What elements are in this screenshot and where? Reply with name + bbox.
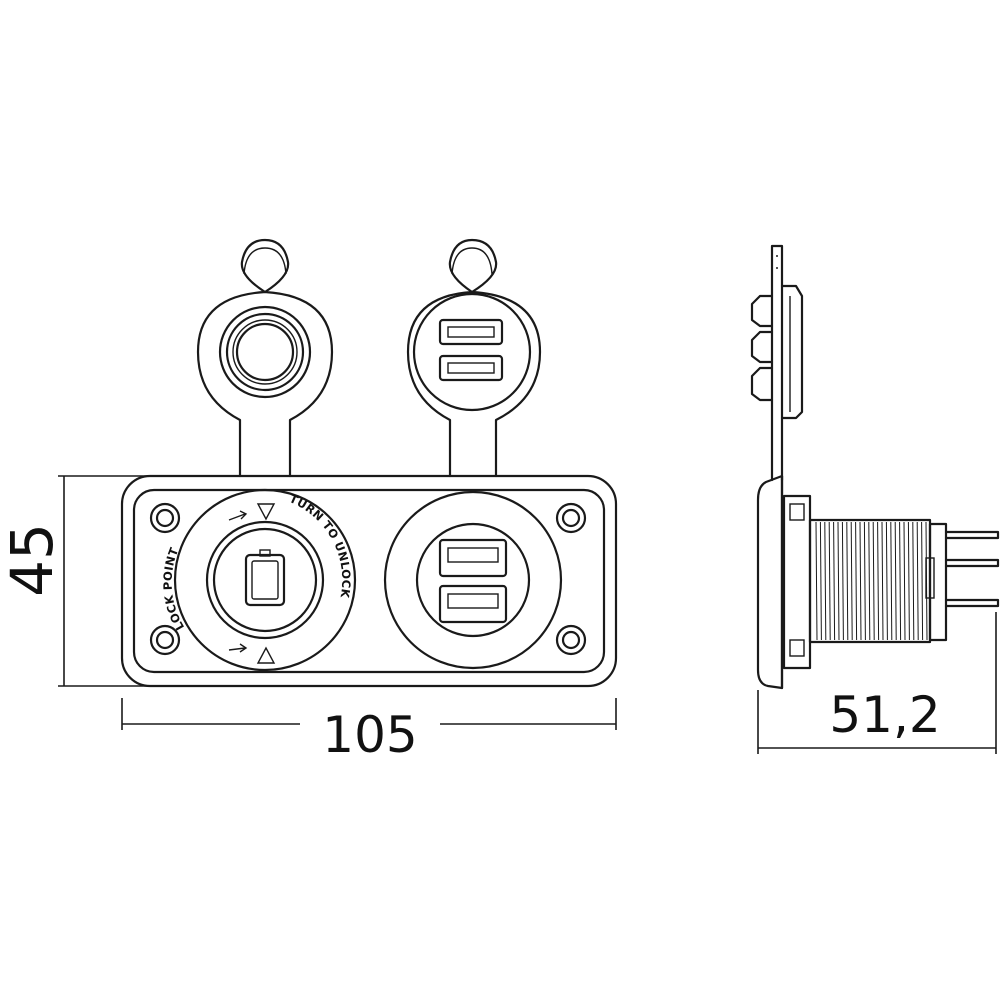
mounting-plate — [120, 474, 618, 688]
cap-usb-slot-bottom — [438, 354, 504, 382]
depth-value: 51,2 — [829, 686, 940, 744]
lock-arrow-icon — [228, 510, 248, 653]
side-view — [750, 244, 1000, 690]
usb-port-icon — [438, 538, 508, 624]
turn-to-unlock-label: TURN TO UNLOCK — [287, 491, 353, 600]
usb-cap-right — [406, 238, 542, 478]
lock-socket: LOCK POINT TURN TO UNLOCK — [161, 488, 357, 672]
terminal-pins — [944, 530, 1000, 608]
usb-socket — [383, 490, 563, 670]
width-dimension: 105 — [121, 698, 617, 764]
height-value: 45 — [0, 523, 66, 597]
cap-outer-ring — [218, 305, 312, 399]
front-view: LOCK POINT TURN TO UNLOCK — [120, 238, 618, 688]
depth-dimension: 51,2 — [757, 612, 997, 754]
unlock-triangle-icon — [256, 503, 276, 664]
screw-hole-icon — [149, 502, 587, 656]
lock-point-label: LOCK POINT — [161, 545, 188, 632]
thread-lines — [815, 521, 928, 641]
socket-contact — [244, 549, 286, 607]
height-dimension: 45 — [0, 475, 150, 687]
lock-ring-outer — [173, 488, 357, 672]
socket-cap-left — [196, 238, 334, 478]
cap-usb-slot-top — [438, 318, 504, 346]
width-value: 105 — [322, 706, 417, 764]
